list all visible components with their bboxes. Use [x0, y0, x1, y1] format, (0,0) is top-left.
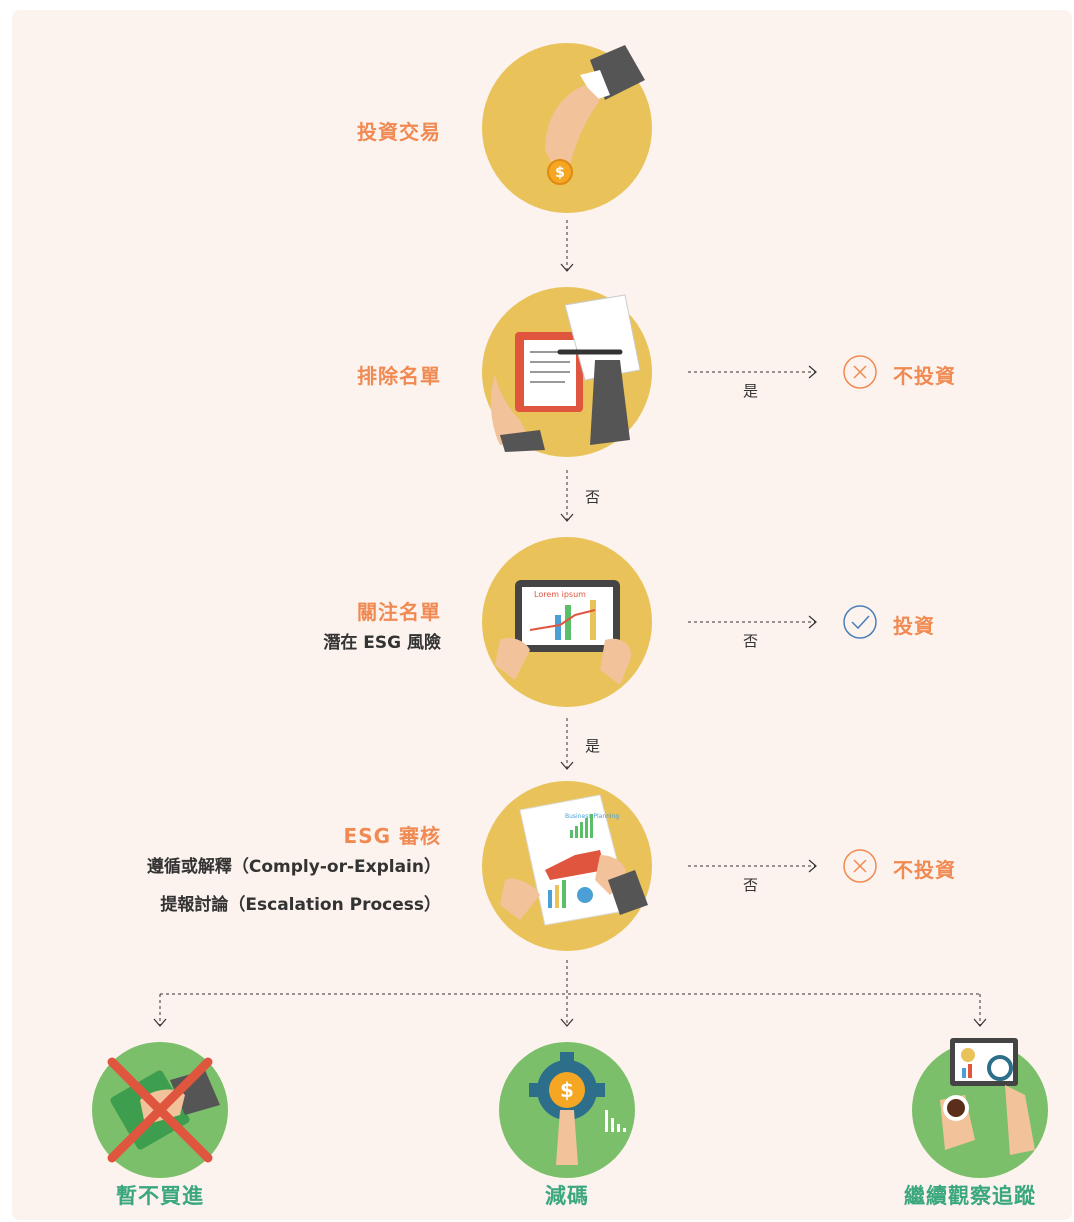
step-circle-exclusion — [482, 287, 652, 457]
branch-label-watch-no: 否 — [743, 632, 759, 650]
outcome-label-no-invest: 不投資 — [893, 364, 956, 388]
branch-label-exclusion-no: 否 — [585, 488, 601, 506]
final-circle-reduce: $ — [499, 1042, 635, 1178]
svg-text:$: $ — [560, 1078, 574, 1102]
check-circle-icon — [843, 605, 877, 639]
step-label-exclusion: 排除名單 — [357, 364, 441, 388]
branch-label-exclusion-yes: 是 — [743, 382, 759, 400]
branch-label-review-no: 否 — [743, 876, 759, 894]
connectors — [159, 220, 981, 1025]
step-circle-esg-review: Business Planning — [482, 781, 652, 951]
branch-label-watch-yes: 是 — [585, 737, 601, 755]
svg-text:Lorem ipsum: Lorem ipsum — [534, 590, 586, 599]
outcome-label-no-invest: 不投資 — [893, 858, 956, 882]
final-circle-monitor — [912, 1038, 1048, 1178]
step-label-investment: 投資交易 — [357, 120, 441, 144]
step-circle-investment: $ — [482, 43, 652, 213]
final-label-monitor: 繼續觀察追蹤 — [904, 1184, 1036, 1208]
final-label-pause-buying: 暫不買進 — [116, 1184, 204, 1208]
step-sublabel-escalation: 提報討論（Escalation Process） — [160, 895, 441, 915]
step-sublabel-comply: 遵循或解釋（Comply-or-Explain） — [146, 857, 441, 877]
x-circle-icon — [843, 355, 877, 389]
step-circle-watch: Lorem ipsum — [482, 537, 652, 707]
x-circle-icon — [843, 849, 877, 883]
step-label-watch: 關注名單 — [357, 600, 441, 624]
step-sublabel-watch: 潛在 ESG 風險 — [323, 633, 441, 653]
arrowheads — [153, 263, 987, 1027]
svg-text:$: $ — [555, 165, 565, 181]
outcome-label-invest: 投資 — [893, 614, 935, 638]
final-circle-pause — [92, 1042, 228, 1178]
final-label-reduce: 減碼 — [545, 1184, 589, 1208]
step-label-esg-review: ESG 審核 — [343, 824, 441, 848]
